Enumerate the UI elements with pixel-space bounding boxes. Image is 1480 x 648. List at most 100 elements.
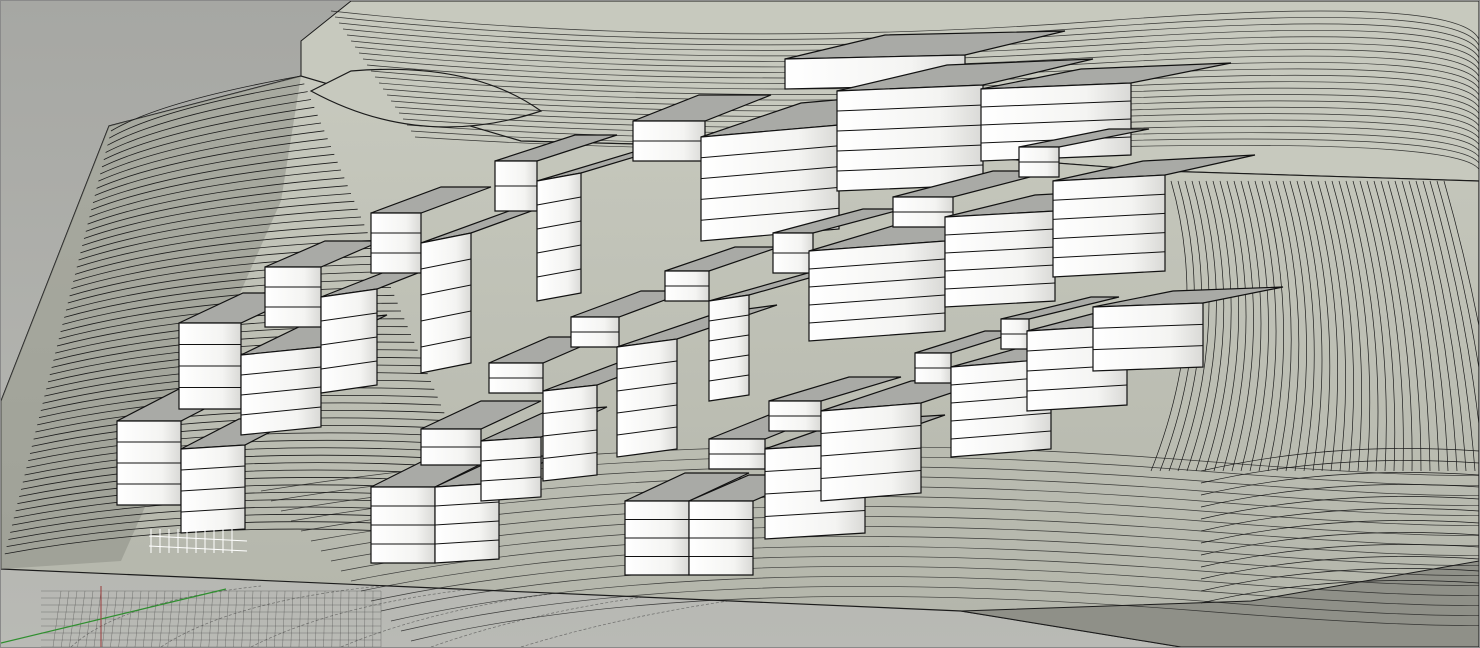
contour-line (110, 75, 302, 132)
building-block (664, 246, 780, 302)
floor-line (536, 268, 582, 278)
contour-line (82, 200, 355, 247)
floor-line (708, 314, 750, 322)
building-block (914, 330, 1022, 384)
block-facade (1052, 174, 1166, 278)
floor-line (950, 412, 1052, 422)
floor-line (708, 334, 750, 342)
floor-line (240, 406, 322, 416)
contour-line (101, 114, 318, 168)
contour-line (105, 99, 312, 153)
contour-line (89, 169, 342, 218)
floor-line (536, 244, 582, 254)
contour-line (410, 581, 1479, 642)
contour-line (1359, 180, 1396, 472)
contour-line (1240, 180, 1262, 472)
contour-line (98, 130, 325, 182)
contour-line (1324, 180, 1354, 472)
contour-line (1408, 180, 1458, 472)
contour-line (1422, 180, 1476, 472)
building-block (772, 208, 904, 274)
terraced-building-blocks[interactable] (116, 30, 1284, 576)
building-block (980, 62, 1232, 162)
contour-line (1200, 556, 1479, 580)
floor-line (700, 186, 840, 200)
floor-line (808, 294, 946, 306)
scaffold-marks (148, 529, 248, 553)
floor-line (764, 510, 866, 517)
contour-line (330, 10, 1479, 51)
contour-line (1401, 180, 1449, 472)
contour-line (62, 287, 392, 325)
contour-line (400, 571, 1479, 632)
contour-line (107, 91, 308, 146)
contour-line (346, 34, 1479, 75)
construction-grid (41, 585, 862, 647)
floor-line (944, 246, 1056, 254)
contour-line (1200, 580, 1479, 604)
floor-line (1092, 323, 1204, 329)
contour-line (1222, 180, 1247, 472)
contour-line (1213, 180, 1239, 472)
contour-line (370, 541, 1479, 602)
floor-line (700, 207, 840, 221)
floor-line (434, 520, 500, 526)
floor-line (240, 366, 322, 376)
contour-line (85, 185, 348, 232)
contour-line (1177, 180, 1210, 472)
floor-line (700, 145, 840, 159)
contour-line (1200, 448, 1479, 472)
contour-line (64, 279, 388, 318)
block-facade (536, 172, 582, 302)
contour-line (1289, 180, 1315, 472)
contour-line (1443, 180, 1479, 328)
floor-line (180, 486, 246, 492)
scaffold-line (148, 535, 248, 542)
floor-line (616, 426, 678, 436)
floor-line (480, 476, 542, 482)
contour-line (1296, 180, 1323, 472)
floor-line (708, 354, 750, 362)
contour-line (1436, 180, 1479, 371)
block-facade (700, 124, 840, 242)
floor-line (240, 386, 322, 396)
contour-line (354, 46, 1479, 87)
floor-line (420, 336, 472, 348)
contour-line (103, 106, 315, 161)
floor-line (836, 124, 984, 132)
floor-line (180, 507, 246, 513)
floor-line (420, 284, 472, 296)
contour-line (1268, 180, 1292, 472)
contour-line (1200, 508, 1479, 532)
contour-line (1261, 180, 1284, 472)
grid-arc (160, 585, 382, 647)
block-facade (808, 240, 946, 342)
contour-line (380, 551, 1479, 612)
floor-line (616, 382, 678, 392)
building-block (494, 134, 618, 212)
building-block (836, 58, 1094, 192)
contour-line (360, 531, 1479, 592)
floor-line (480, 456, 542, 462)
floor-line (1052, 193, 1166, 201)
building-block (264, 240, 382, 328)
block-facade (616, 338, 678, 458)
contour-line (78, 216, 362, 261)
contour-line (1247, 180, 1269, 472)
contour-line (31, 417, 448, 447)
floor-line (708, 374, 750, 382)
block-facade (944, 210, 1056, 308)
floor-line (820, 425, 922, 434)
floor-line (808, 312, 946, 324)
contour-line (91, 161, 338, 211)
contour-line (1331, 180, 1362, 472)
contour-line (1195, 180, 1225, 472)
contour-line (1345, 180, 1379, 472)
floor-line (1092, 345, 1204, 351)
contour-line (80, 208, 358, 254)
floor-line (542, 407, 598, 414)
floor-line (944, 228, 1056, 236)
block-facade (708, 294, 750, 402)
